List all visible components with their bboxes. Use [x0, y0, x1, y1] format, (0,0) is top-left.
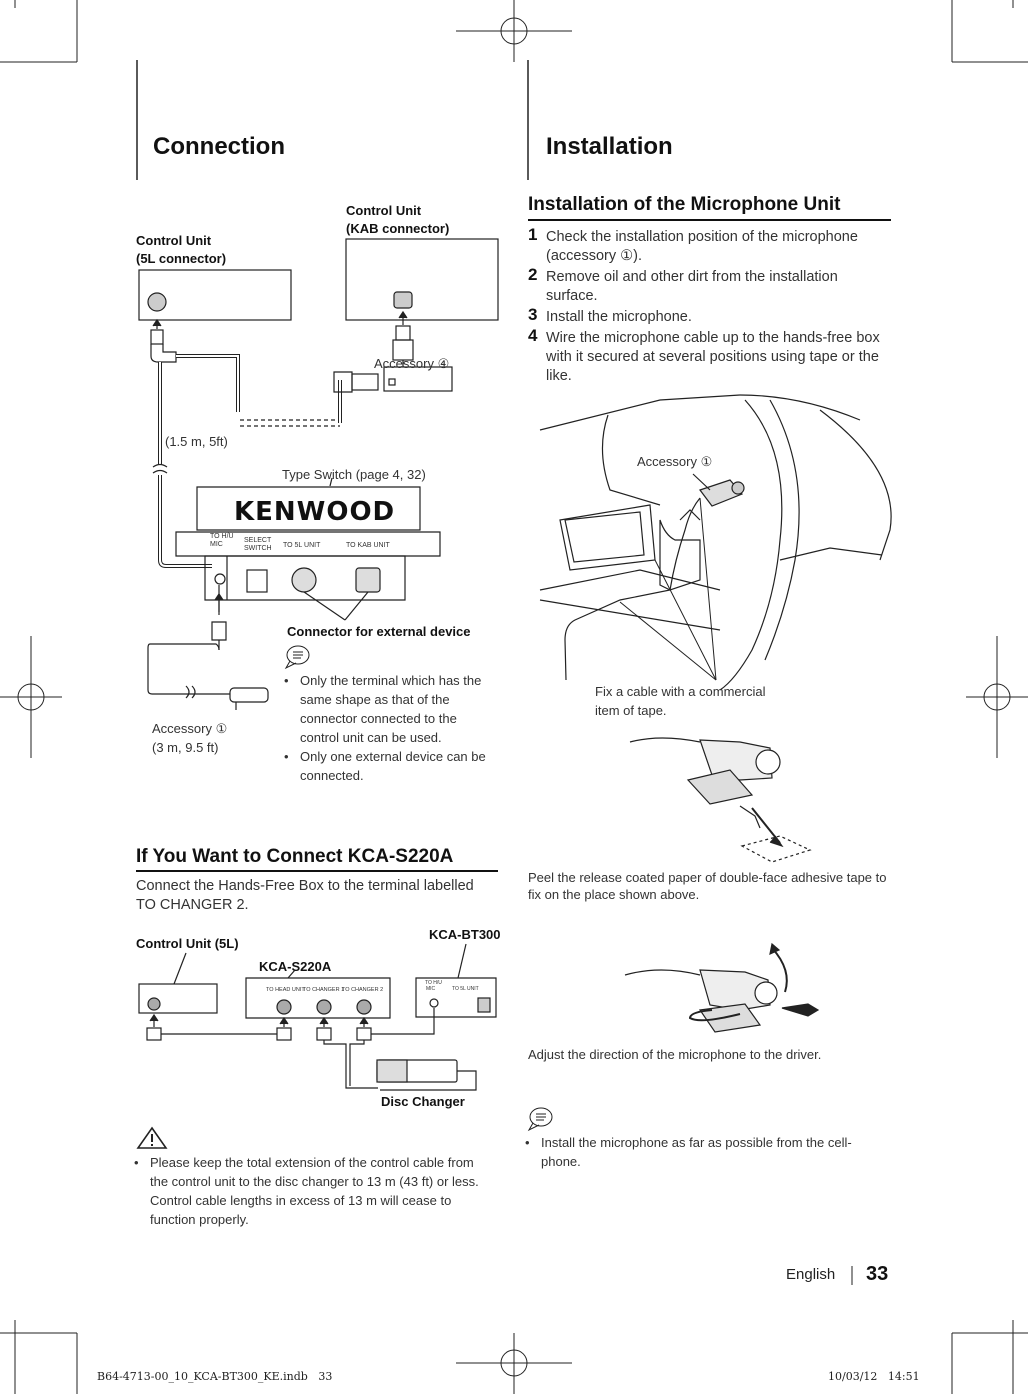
subsection-title-install-mic: Installation of the Microphone Unit: [528, 194, 841, 215]
label-control-unit-5l: Control Unit(5L connector): [136, 233, 227, 266]
section-title-connection: Connection: [153, 133, 285, 160]
kenwood-logo: KENWOOD: [234, 497, 396, 527]
slug-file-info: B64-4713-00_10_KCA-BT300_KE.indb 33: [97, 1370, 333, 1383]
note-item: Install the microphone as far as possibl…: [519, 1133, 859, 1171]
kca-intro: Connect the Hands-Free Box to the termin…: [136, 878, 474, 913]
footer-page-number: 33: [866, 1263, 889, 1285]
port-label-bt-mic: MIC: [426, 986, 436, 992]
label-disc-changer: Disc Changer: [381, 1094, 465, 1109]
label-cable-length: (1.5 m, 5ft): [165, 434, 228, 449]
warning-item: Please keep the total extension of the c…: [128, 1153, 488, 1229]
install-notes: Install the microphone as far as possibl…: [519, 1133, 859, 1171]
control-unit-5l-box: [138, 269, 292, 321]
slug-timestamp: 10/03/12 14:51: [828, 1370, 920, 1383]
section-title-installation: Installation: [546, 133, 673, 160]
port-label-changer-2: TO CHANGER 2: [342, 987, 384, 993]
port-label-bt-5l: TO 5L UNIT: [452, 986, 479, 992]
subsection-rule: [528, 219, 891, 221]
port-label-bt-hu: TO H/U: [425, 980, 442, 986]
external-device-notes: Only the terminal which has the same sha…: [278, 671, 498, 785]
peel-instruction: Peel the release coated paper of double-…: [528, 870, 887, 902]
label-accessory-4: Accessory ④: [374, 356, 450, 371]
note-item: Only one external device can be connecte…: [278, 747, 498, 785]
label-type-switch: Type Switch (page 4, 32): [282, 467, 426, 482]
note-item: Only the terminal which has the same sha…: [278, 671, 498, 747]
subsection-title-kca-s220a: If You Want to Connect KCA-S220A: [136, 846, 454, 867]
port-label-changer-1: TO CHANGER 1: [303, 987, 345, 993]
warning-notes: Please keep the total extension of the c…: [128, 1153, 488, 1229]
control-unit-kab-box: [345, 238, 499, 321]
label-kca-s220a: KCA-S220A: [259, 959, 332, 974]
adjust-instruction: Adjust the direction of the microphone t…: [528, 1047, 822, 1062]
label-control-unit-kab: Control Unit(KAB connector): [346, 203, 450, 236]
port-label-to-5l-unit: TO 5L UNIT: [283, 542, 321, 549]
label-accessory-1-mic: Accessory ①(3 m, 9.5 ft): [152, 721, 228, 755]
subsection-rule: [136, 870, 498, 872]
label-accessory-1-install: Accessory ①: [637, 454, 713, 469]
footer-language: English: [786, 1266, 836, 1283]
label-kca-bt300: KCA-BT300: [429, 927, 501, 942]
port-label-to-kab-unit: TO KAB UNIT: [346, 542, 390, 549]
label-control-unit-5l-small: Control Unit (5L): [136, 936, 239, 951]
port-label-head-unit: TO HEAD UNIT: [266, 987, 305, 993]
label-connector-external-device: Connector for external device: [287, 624, 471, 639]
